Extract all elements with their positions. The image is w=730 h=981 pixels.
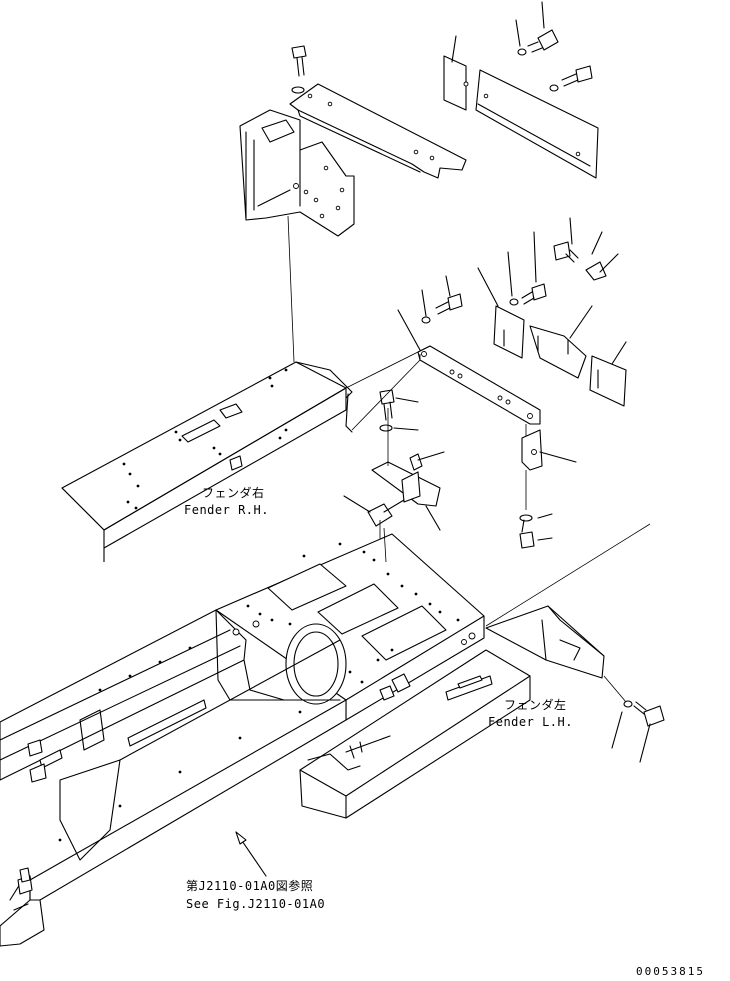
mid-stay-assembly bbox=[397, 217, 627, 549]
fender-rh-label-jp: フェンダ右 bbox=[202, 485, 265, 500]
fender-rh-label-en: Fender R.H. bbox=[184, 503, 269, 517]
bolt-mid-right bbox=[507, 231, 547, 306]
bolt-lower-center bbox=[519, 519, 535, 549]
bolt-top-right-1 bbox=[515, 1, 559, 56]
top-support-plate bbox=[289, 83, 467, 179]
fender-lh-label-jp: フェンダ左 bbox=[504, 697, 567, 712]
clip-small bbox=[585, 253, 619, 281]
bracket-plate-b bbox=[529, 325, 587, 379]
bolt-fender-lh bbox=[611, 700, 665, 763]
clip-center bbox=[409, 453, 423, 471]
washer-lower bbox=[519, 514, 533, 522]
see-fig-label-jp: 第J2110-01A0図参照 bbox=[186, 878, 313, 893]
center-switch-assembly bbox=[343, 389, 445, 560]
side-bracket bbox=[239, 109, 355, 237]
bolt-top-center bbox=[291, 45, 307, 94]
fender-left: フェンダ左 Fender L.H. bbox=[485, 523, 665, 763]
bolt-upper-right bbox=[553, 217, 603, 263]
upper-right-bracket-assembly bbox=[239, 1, 599, 363]
see-fig-label-en: See Fig.J2110-01A0 bbox=[186, 897, 325, 911]
fender-lh-label-en: Fender L.H. bbox=[488, 715, 573, 729]
cover-plate bbox=[475, 69, 599, 179]
small-spacer-plate bbox=[443, 55, 467, 111]
center-opening bbox=[285, 623, 347, 705]
drawing-code: 00053815 bbox=[636, 965, 705, 978]
small-cover-plate bbox=[589, 355, 627, 407]
bracket-plate-a bbox=[493, 305, 525, 359]
bolt-center bbox=[379, 389, 419, 432]
bolt-top-right-2 bbox=[549, 65, 593, 92]
bolt-mid-left bbox=[421, 275, 463, 324]
main-frame: 第J2110-01A0図参照 See Fig.J2110-01A0 bbox=[0, 533, 531, 947]
fender-right: フェンダ右 Fender R.H. bbox=[61, 354, 421, 562]
switch-body bbox=[367, 503, 393, 527]
